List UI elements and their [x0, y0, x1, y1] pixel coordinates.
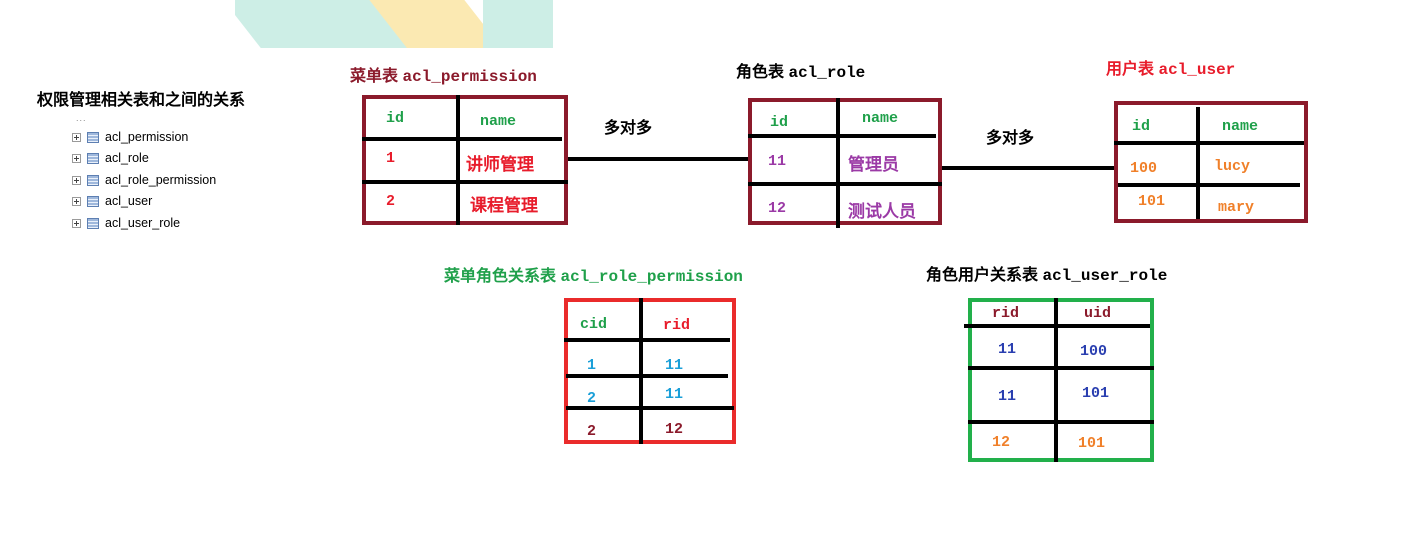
data-cell: 101 — [1138, 193, 1166, 210]
table-divider — [836, 98, 840, 228]
expand-plus-icon[interactable] — [72, 218, 81, 228]
relation-connector-line — [942, 166, 1116, 170]
expand-plus-icon[interactable] — [72, 196, 81, 206]
role-table — [748, 98, 942, 225]
tree-item-acl-user-role[interactable]: acl_user_role — [72, 213, 180, 233]
data-cell: 12 — [992, 434, 1011, 451]
table-icon — [87, 174, 99, 186]
watermark-shapes — [235, 0, 555, 48]
data-cell: 管理员 — [848, 155, 899, 175]
expand-plus-icon[interactable] — [72, 175, 81, 185]
data-cell: 2 — [587, 390, 597, 407]
header-cell: name — [1222, 118, 1259, 135]
relation-label: 多对多 — [604, 118, 653, 137]
role-table-title: 角色表 acl_role — [736, 62, 866, 82]
data-cell: lucy — [1214, 158, 1251, 175]
table-divider — [748, 134, 936, 138]
header-cell: cid — [580, 316, 608, 333]
data-cell: 100 — [1080, 343, 1108, 360]
data-cell: 11 — [768, 153, 787, 170]
expand-plus-icon[interactable] — [72, 132, 81, 142]
table-divider — [362, 180, 568, 184]
relation-label: 多对多 — [986, 128, 1035, 147]
header-cell: id — [386, 110, 405, 127]
table-divider — [1114, 141, 1304, 145]
permission-table — [362, 95, 568, 225]
data-cell: 100 — [1130, 160, 1158, 177]
role-permission-table — [564, 298, 736, 444]
table-divider — [362, 137, 562, 141]
data-cell: 11 — [665, 386, 684, 403]
header-cell: rid — [663, 317, 691, 334]
table-divider — [564, 338, 730, 342]
data-cell: 12 — [665, 421, 684, 438]
header-cell: id — [1132, 118, 1151, 135]
table-icon — [87, 131, 99, 143]
sidebar-ellipsis: ... — [76, 113, 87, 123]
table-divider — [1196, 107, 1200, 219]
user-role-table — [968, 298, 1154, 462]
table-divider — [639, 298, 643, 444]
header-cell: uid — [1084, 305, 1112, 322]
header-cell: name — [480, 113, 517, 130]
table-divider — [566, 406, 734, 410]
data-cell: 讲师管理 — [466, 155, 534, 175]
table-divider — [968, 366, 1154, 370]
data-cell: 1 — [386, 150, 396, 167]
table-divider — [1118, 183, 1300, 187]
data-cell: 测试人员 — [848, 202, 916, 222]
tree-item-acl-role-permission[interactable]: acl_role_permission — [72, 170, 216, 190]
table-divider — [1054, 298, 1058, 462]
sidebar-title: 权限管理相关表和之间的关系 — [37, 90, 246, 109]
table-divider — [748, 182, 942, 186]
data-cell: mary — [1218, 199, 1255, 216]
data-cell: 12 — [768, 200, 787, 217]
data-cell: 101 — [1082, 385, 1110, 402]
role-permission-table-title: 菜单角色关系表 acl_role_permission — [444, 266, 743, 286]
data-cell: 1 — [587, 357, 597, 374]
permission-table-title: 菜单表 acl_permission — [350, 66, 537, 86]
tree-item-acl-user[interactable]: acl_user — [72, 191, 152, 211]
table-icon — [87, 217, 99, 229]
tree-item-label: acl_role — [105, 151, 149, 165]
tree-item-acl-permission[interactable]: acl_permission — [72, 127, 188, 147]
tree-item-label: acl_permission — [105, 130, 189, 144]
expand-plus-icon[interactable] — [72, 153, 81, 163]
user-table-title: 用户表 acl_user — [1106, 59, 1236, 79]
data-cell: 101 — [1078, 435, 1106, 452]
table-icon — [87, 195, 99, 207]
tree-item-label: acl_user_role — [105, 216, 181, 230]
table-divider — [456, 95, 460, 225]
header-cell: id — [770, 114, 789, 131]
tree-item-acl-role[interactable]: acl_role — [72, 148, 149, 168]
relation-connector-line — [568, 157, 748, 161]
tree-item-label: acl_role_permission — [105, 173, 217, 187]
data-cell: 2 — [587, 423, 597, 440]
table-divider — [968, 420, 1154, 424]
user-table — [1114, 101, 1308, 223]
user-role-table-title: 角色用户关系表 acl_user_role — [926, 265, 1168, 285]
data-cell: 课程管理 — [470, 196, 538, 216]
data-cell: 2 — [386, 193, 396, 210]
header-cell: rid — [992, 305, 1020, 322]
header-cell: name — [862, 110, 899, 127]
table-divider — [566, 374, 728, 378]
table-icon — [87, 152, 99, 164]
tree-item-label: acl_user — [105, 194, 153, 208]
data-cell: 11 — [998, 341, 1017, 358]
data-cell: 11 — [665, 357, 684, 374]
data-cell: 11 — [998, 388, 1017, 405]
table-divider — [964, 324, 1150, 328]
